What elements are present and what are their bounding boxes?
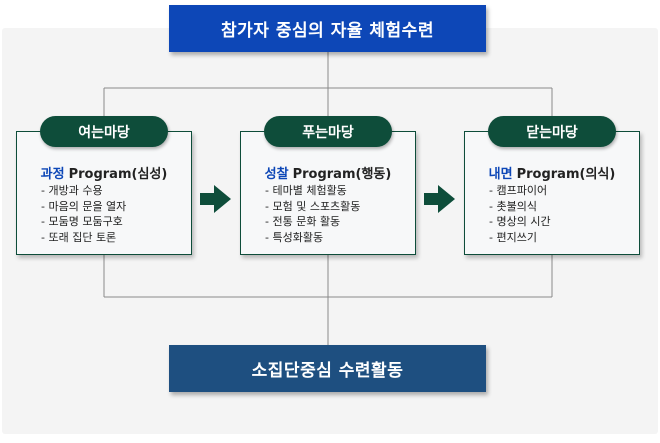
activity-item: 전통 문화 활동 [265,214,360,230]
activity-item: 또래 집단 토론 [41,230,126,246]
arrow-right-icon [200,185,231,213]
stage-label-3: 닫는마당 [488,116,616,147]
activity-item: 촛불의식 [489,199,551,215]
activity-list-1: 개방과 수용 마음의 문을 열자 모둠명 모둠구호 또래 집단 토론 [41,183,126,245]
program-name-2: Program(행동) [292,167,392,182]
program-name-3: Program(의식) [516,167,616,182]
activity-item: 마음의 문을 열자 [41,199,126,215]
activity-item: 특성화활동 [265,230,360,246]
stage-label-1: 여는마당 [40,116,168,147]
program-keyword-3: 내면 [488,167,513,182]
program-name-1: Program(심성) [68,167,168,182]
activity-item: 캠프파이어 [489,183,551,199]
program-keyword-2: 성찰 [264,167,289,182]
activity-list-3: 캠프파이어 촛불의식 명상의 시간 편지쓰기 [489,183,551,246]
arrow-right-icon [424,185,455,213]
bottom-label: 소집단중심 수련활동 [251,361,404,381]
activity-item: 편지쓰기 [489,230,551,246]
activity-item: 모둠명 모둠구호 [41,214,126,230]
bottom-box: 소집단중심 수련활동 [169,345,486,392]
stage-label-2: 푸는마당 [264,116,392,147]
activity-item: 개방과 수용 [41,183,126,199]
activity-list-2: 테마별 체험활동 모험 및 스포츠활동 전통 문화 활동 특성화활동 [265,183,360,245]
title-box: 참가자 중심의 자율 체험수련 [169,5,486,52]
diagram-title: 참가자 중심의 자율 체험수련 [221,21,434,41]
activity-item: 테마별 체험활동 [265,183,360,199]
activity-item: 명상의 시간 [489,214,550,230]
program-keyword-1: 과정 [40,167,65,182]
activity-item: 모험 및 스포츠활동 [265,199,360,215]
